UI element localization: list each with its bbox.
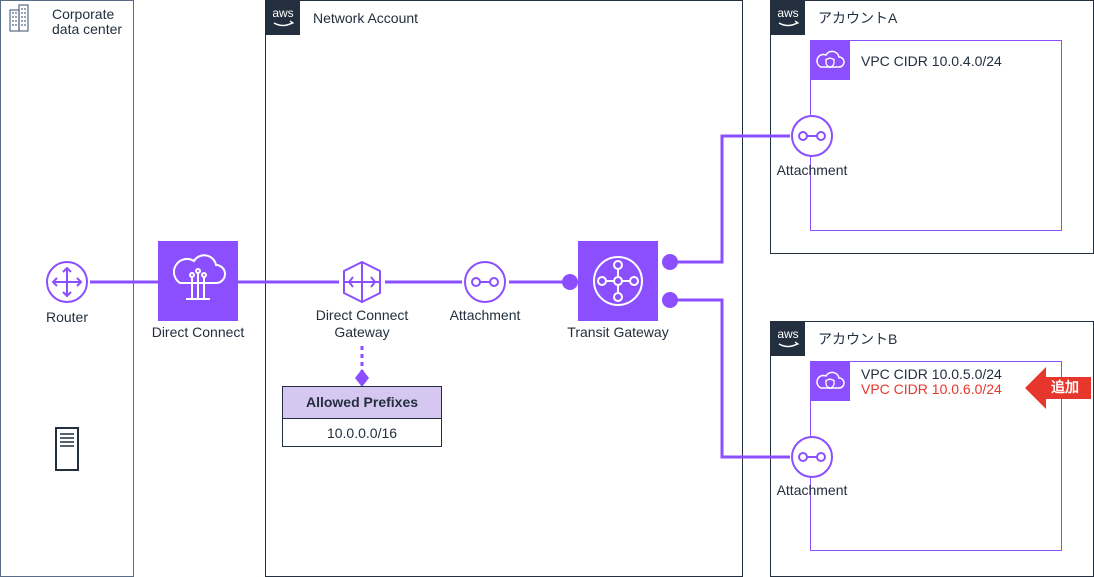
- dx-gateway-icon: [339, 259, 385, 305]
- account-b-attachment-label: Attachment: [776, 482, 848, 498]
- account-b-vpc: VPC CIDR 10.0.5.0/24 VPC CIDR 10.0.6.0/2…: [810, 361, 1062, 551]
- vpc-icon: [810, 361, 850, 401]
- direct-connect-icon: [158, 241, 238, 321]
- account-b-vpc-cidr: VPC CIDR 10.0.5.0/24: [861, 366, 1002, 382]
- account-a-attachment-label: Attachment: [776, 162, 848, 178]
- dx-gateway-label: Direct Connect Gateway: [315, 307, 409, 340]
- allowed-prefixes-header: Allowed Prefixes: [283, 387, 441, 419]
- attachment-icon: [790, 114, 834, 158]
- allowed-prefixes-table: Allowed Prefixes 10.0.0.0/16: [282, 386, 442, 447]
- add-arrow-icon: [1025, 367, 1091, 409]
- corporate-data-center-label: Corporate data center: [52, 6, 123, 37]
- account-a-vpc-cidr: VPC CIDR 10.0.4.0/24: [861, 53, 1002, 69]
- building-icon: [1, 1, 37, 37]
- transit-gateway-icon: [578, 241, 658, 321]
- attachment-label: Attachment: [449, 307, 521, 323]
- attachment-icon: [463, 260, 507, 304]
- router-icon: [45, 260, 89, 304]
- network-account-label: Network Account: [313, 10, 419, 26]
- svg-text:aws: aws: [272, 6, 293, 20]
- svg-text:aws: aws: [777, 6, 798, 20]
- svg-text:aws: aws: [777, 327, 798, 341]
- added-badge-label: 追加: [1051, 379, 1079, 395]
- corporate-data-center-group: Corporate data center: [0, 0, 134, 577]
- transit-gateway-label: Transit Gateway: [567, 324, 669, 340]
- router-label: Router: [45, 309, 89, 325]
- account-b-label: アカウントB: [818, 331, 898, 347]
- allowed-prefixes-value: 10.0.0.0/16: [326, 425, 398, 441]
- account-b-vpc-cidr-added: VPC CIDR 10.0.6.0/24: [861, 381, 1002, 397]
- vpc-icon: [810, 40, 850, 80]
- server-icon: [55, 427, 79, 471]
- aws-logo-icon: aws: [771, 1, 805, 35]
- aws-logo-icon: aws: [266, 1, 300, 35]
- attachment-icon: [790, 435, 834, 479]
- aws-logo-icon: aws: [771, 322, 805, 356]
- direct-connect-label: Direct Connect: [151, 324, 245, 340]
- account-a-label: アカウントA: [818, 10, 898, 26]
